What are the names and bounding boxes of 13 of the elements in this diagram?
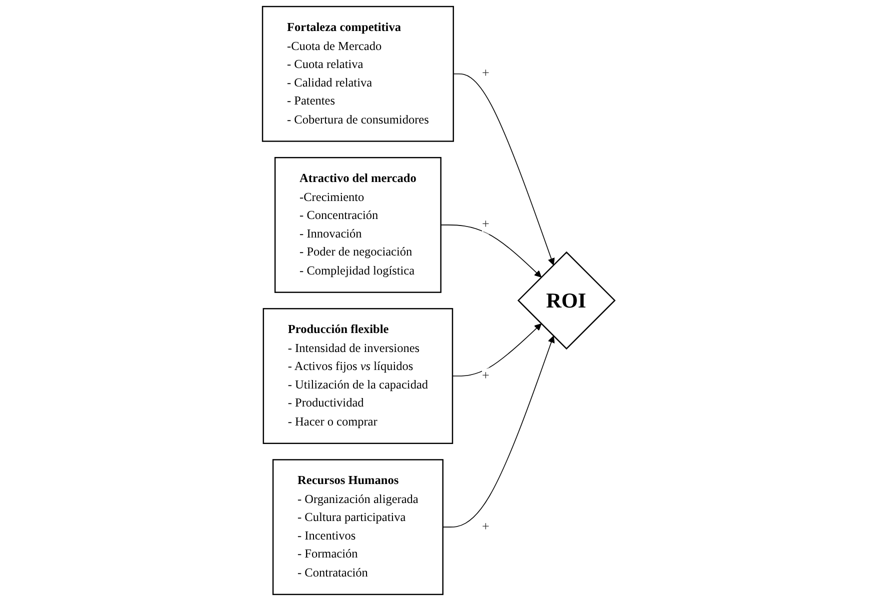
edge-label: + [482, 218, 490, 232]
arrow [440, 224, 542, 278]
arrow [442, 336, 555, 528]
node-box: Atractivo del mercado -Crecimiento - Concentración - Innovación - Poder de negociación - Complejidad logística [274, 156, 442, 293]
node-box: Producción flexible - Intensidad de inversiones - Activos fijos vs líquidos - Utilización de la capacidad - Productividad - Hacer o comprar [262, 308, 453, 444]
node-box: Recursos Humanos - Organización aligerada - Cultura participativa - Incentivos - Formación - Contratación [272, 459, 444, 596]
edge-label: + [482, 368, 490, 383]
arrow [452, 74, 555, 266]
node-diamond: ROI [517, 251, 616, 350]
edge-label: + [482, 66, 490, 80]
arrow [452, 324, 542, 376]
edge-label: + [482, 520, 490, 534]
node-box: Fortaleza competitiva -Cuota de Mercado - Cuota relativa - Calidad relativa - Patentes - Cobertura de consumidores [262, 6, 454, 142]
